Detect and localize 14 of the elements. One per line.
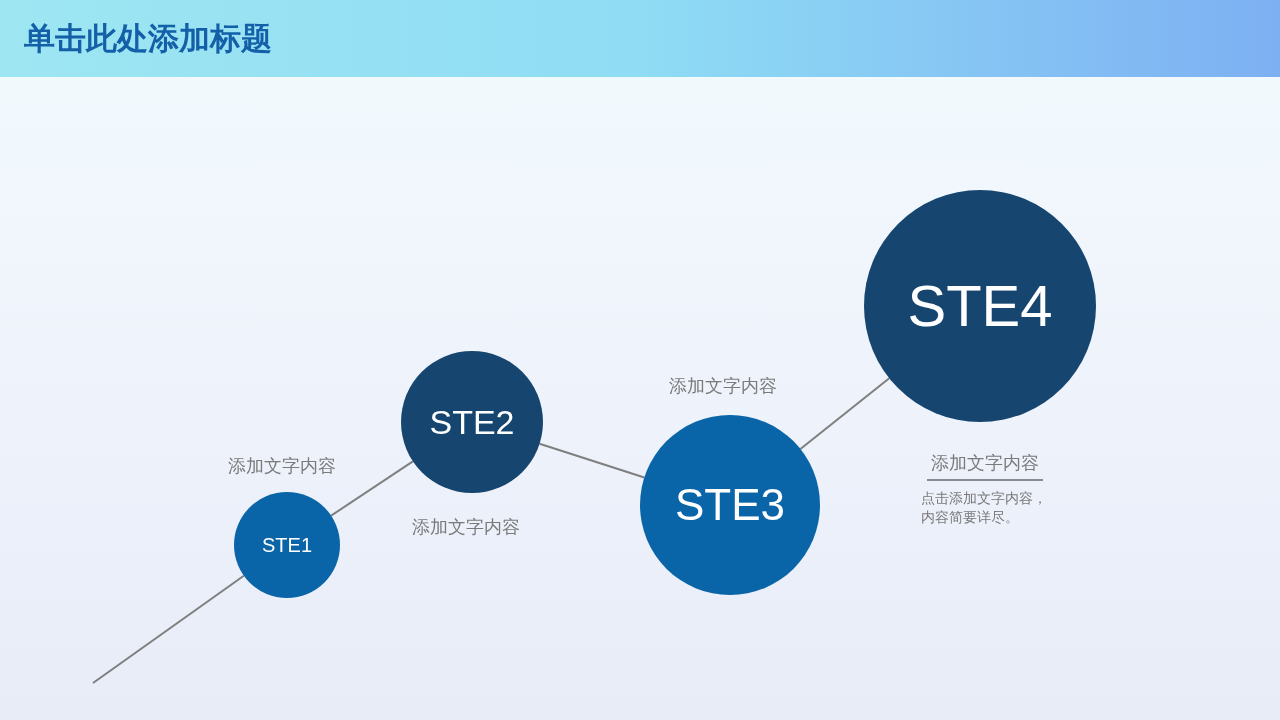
- connector-line: [92, 574, 245, 684]
- connector-line: [799, 377, 891, 450]
- title: 单击此处添加标题: [24, 19, 272, 59]
- caption-text: 添加文字内容: [927, 449, 1043, 481]
- description-text: 点击添加文字内容，内容简要详尽。: [921, 489, 1048, 527]
- caption-text: 添加文字内容: [669, 374, 777, 398]
- caption-text: 添加文字内容: [412, 515, 520, 539]
- step-label: STE3: [674, 483, 785, 527]
- connector-line: [330, 460, 414, 517]
- step-label: STE1: [262, 535, 312, 555]
- step-label: STE2: [429, 405, 515, 439]
- connector-line: [538, 442, 646, 479]
- caption-text: 添加文字内容: [228, 454, 336, 478]
- step-label: STE4: [907, 277, 1053, 335]
